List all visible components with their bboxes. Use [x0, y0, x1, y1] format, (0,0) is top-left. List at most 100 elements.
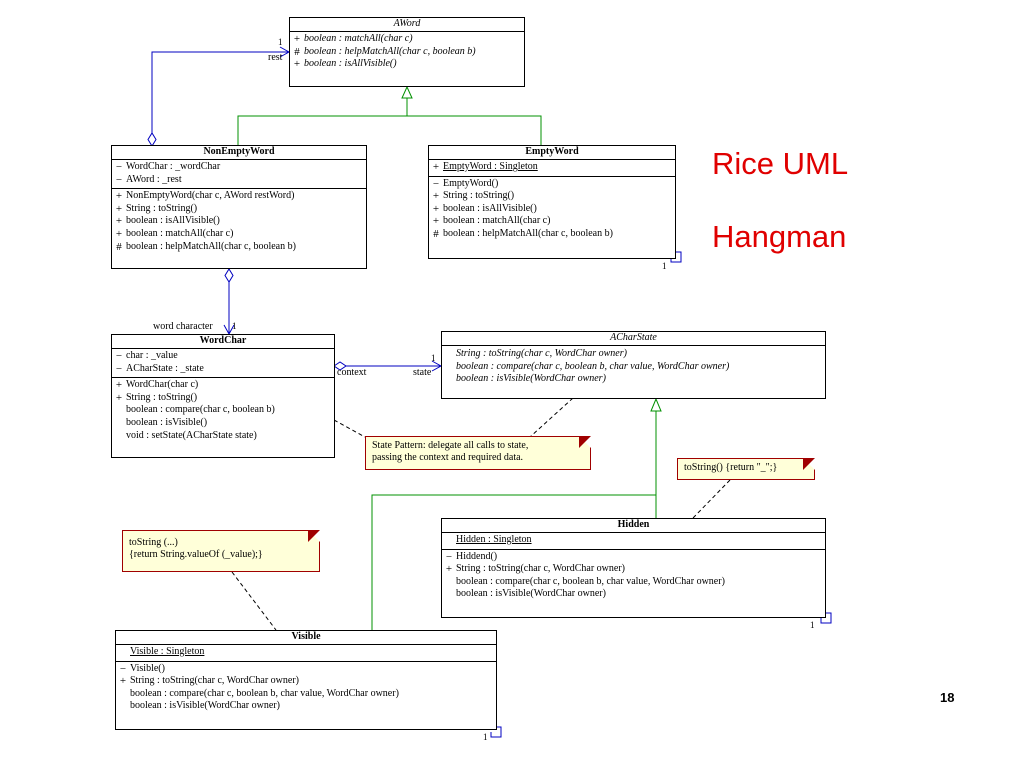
class-name: Hidden [442, 519, 825, 533]
method-row: −Visible() [119, 662, 165, 675]
method-row: boolean : isVisible(WordChar owner) [130, 700, 280, 712]
method-row: +NonEmptyWord(char c, AWord restWord) [115, 190, 295, 203]
method-row: +boolean : isAllVisible() [115, 215, 220, 228]
rest-association-line [151, 51, 289, 136]
visible-self-marker [490, 726, 502, 738]
attribute-row: Hidden : Singleton [456, 534, 532, 545]
attribute-row: −AWord : _rest [115, 173, 182, 186]
attribute-row: Visible : Singleton [130, 646, 205, 657]
emptyword-self-marker [670, 251, 682, 263]
note-line: {return String.valueOf (_value);} [129, 549, 263, 560]
attributes-section: −WordChar : _wordChar −AWord : _rest [112, 160, 366, 190]
method-row: +WordChar(char c) [115, 379, 199, 392]
class-name: WordChar [112, 335, 334, 349]
acharstate-generalization-arrow [650, 397, 662, 412]
note-line: State Pattern: delegate all calls to sta… [372, 440, 529, 451]
method-row: +boolean : matchAll(char c) [432, 215, 551, 228]
method-row: boolean : compare(char c, boolean b, cha… [456, 575, 725, 587]
method-row: boolean : isVisible(WordChar owner) [456, 373, 606, 385]
method-row: +boolean : isAllVisible() [432, 202, 537, 215]
acharstate-generalization-line [371, 494, 656, 630]
method-row: −EmptyWord() [432, 177, 499, 190]
multiplicity-visible: 1 [483, 732, 488, 742]
method-row: +boolean : isAllVisible() [293, 58, 397, 71]
methods-section: −Hiddend() +String : toString(char c, Wo… [442, 550, 825, 603]
method-row: #boolean : helpMatchAll(char c, boolean … [433, 227, 613, 240]
method-row: boolean : isVisible(WordChar owner) [456, 588, 606, 600]
note-state-pattern[interactable]: State Pattern: delegate all calls to sta… [365, 436, 591, 470]
attributes-section: Hidden : Singleton [442, 533, 825, 550]
attributes-section: +EmptyWord : Singleton [429, 160, 675, 177]
class-nonemptyword[interactable]: NonEmptyWord −WordChar : _wordChar −AWor… [111, 145, 367, 269]
class-name: ACharState [442, 332, 825, 346]
method-row: +String : toString() [115, 391, 198, 404]
method-row: −Hiddend() [445, 550, 498, 563]
class-acharstate[interactable]: ACharState String : toString(char c, Wor… [441, 331, 826, 399]
method-row: void : setState(ACharState state) [126, 429, 257, 441]
method-row: +String : toString() [432, 190, 515, 203]
label-rest: rest [268, 52, 283, 63]
note-fold-icon [308, 530, 320, 542]
attribute-row: −WordChar : _wordChar [115, 161, 221, 173]
visible-note-anchor [231, 571, 277, 631]
method-row: boolean : compare(char c, boolean b) [126, 404, 275, 416]
label-context: context [337, 367, 367, 378]
methods-section: String : toString(char c, WordChar owner… [442, 346, 825, 388]
note-hidden-tostring[interactable]: toString() {return "_";} [677, 458, 815, 480]
label-state: state [413, 367, 432, 378]
slide-title-line-1: Rice UML [712, 146, 849, 181]
multiplicity-word-character: 1 [232, 321, 237, 331]
class-visible[interactable]: Visible Visible : Singleton −Visible() +… [115, 630, 497, 730]
methods-section: −EmptyWord() +String : toString() +boole… [429, 177, 675, 243]
method-row: +boolean : matchAll(char c) [293, 33, 413, 45]
note-line: passing the context and required data. [372, 452, 524, 463]
multiplicity-emptyword: 1 [662, 261, 667, 271]
attribute-row: −char : _value [115, 350, 178, 362]
hidden-note-anchor [692, 479, 731, 519]
page-number: 18 [940, 690, 955, 705]
attributes-section: Visible : Singleton [116, 645, 496, 662]
class-emptyword[interactable]: EmptyWord +EmptyWord : Singleton −EmptyW… [428, 145, 676, 259]
rest-aggregation-diamond [147, 132, 157, 147]
methods-section: +NonEmptyWord(char c, AWord restWord) +S… [112, 189, 366, 255]
method-row: boolean : isVisible() [126, 416, 208, 428]
methods-section: +WordChar(char c) +String : toString() b… [112, 378, 334, 444]
methods-section: −Visible() +String : toString(char c, Wo… [116, 662, 496, 715]
note-fold-icon [579, 436, 591, 448]
aword-generalization-arrow [401, 85, 413, 99]
attribute-row: −ACharState : _state [115, 362, 204, 375]
multiplicity-hidden: 1 [810, 620, 815, 630]
class-name: NonEmptyWord [112, 146, 366, 160]
note-line: toString (...) [129, 537, 178, 548]
state-note-anchor-2 [529, 397, 574, 438]
note-line: toString() {return "_";} [684, 462, 778, 473]
note-visible-tostring[interactable]: toString (...) {return String.valueOf (_… [122, 530, 320, 572]
attribute-row: +EmptyWord : Singleton [432, 161, 538, 173]
method-row: #boolean : helpMatchAll(char c, boolean … [294, 45, 476, 58]
method-row: boolean : compare(char c, boolean b, cha… [130, 687, 399, 699]
class-name: AWord [290, 18, 524, 32]
class-aword[interactable]: AWord +boolean : matchAll(char c) #boole… [289, 17, 525, 87]
word-character-aggregation-diamond [224, 268, 234, 283]
method-row: String : toString(char c, WordChar owner… [456, 348, 627, 359]
method-row: +boolean : matchAll(char c) [115, 227, 234, 240]
class-name: Visible [116, 631, 496, 645]
multiplicity-state: 1 [431, 353, 436, 363]
hidden-self-marker [820, 612, 832, 624]
attributes-section: −char : _value −ACharState : _state [112, 349, 334, 379]
state-aggregation-diamond [333, 361, 347, 371]
method-row: #boolean : helpMatchAll(char c, boolean … [116, 240, 296, 253]
slide-title-line-2: Hangman [712, 219, 847, 254]
class-wordchar[interactable]: WordChar −char : _value −ACharState : _s… [111, 334, 335, 458]
method-row: +String : toString(char c, WordChar owne… [119, 675, 299, 688]
aword-generalization-line [237, 115, 542, 145]
label-word-character: word character [153, 321, 213, 332]
method-row: boolean : compare(char c, boolean b, cha… [456, 360, 730, 372]
multiplicity-rest: 1 [278, 37, 283, 47]
note-fold-icon [803, 458, 815, 470]
methods-section: +boolean : matchAll(char c) #boolean : h… [290, 32, 524, 73]
class-hidden[interactable]: Hidden Hidden : Singleton −Hiddend() +St… [441, 518, 826, 618]
method-row: +String : toString() [115, 202, 198, 215]
class-name: EmptyWord [429, 146, 675, 160]
